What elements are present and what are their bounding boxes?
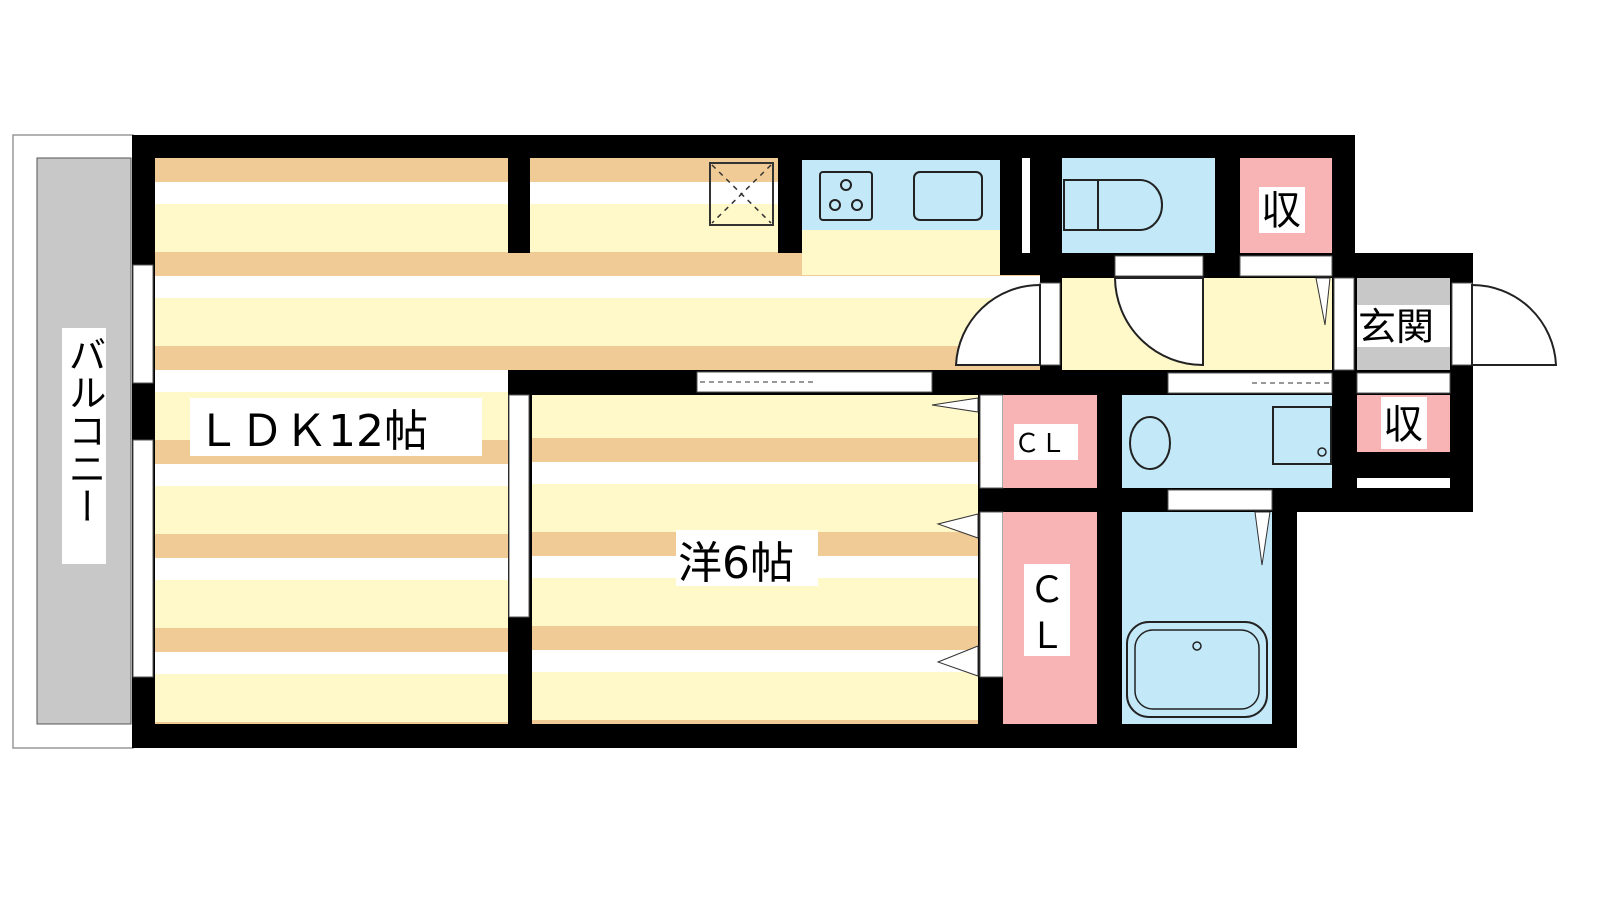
window-balcony-lower bbox=[132, 439, 154, 678]
front-door[interactable] bbox=[1451, 282, 1473, 366]
storage-side-label: 収 bbox=[1383, 402, 1423, 448]
hall-door-ldk[interactable] bbox=[1039, 282, 1061, 366]
closet-large-label-c: Ｃ bbox=[1029, 570, 1065, 611]
closet-large: Ｃ Ｌ bbox=[1003, 512, 1097, 724]
ldk-label: ＬＤＫ12帖 bbox=[196, 406, 428, 457]
closet-small-label: ＣＬ bbox=[1014, 429, 1066, 459]
bathroom-door[interactable] bbox=[1167, 489, 1273, 511]
sink-icon bbox=[913, 171, 983, 221]
bathtub-icon bbox=[1126, 621, 1268, 718]
door-swing-front bbox=[1471, 283, 1558, 366]
sliding-partition-left[interactable] bbox=[508, 394, 530, 618]
closet-large-label-l: Ｌ bbox=[1029, 616, 1065, 657]
entrance: 玄関 bbox=[1356, 278, 1451, 394]
toilet-room bbox=[1062, 158, 1215, 253]
closet-door-small[interactable] bbox=[979, 394, 1004, 489]
kitchen-counter bbox=[802, 158, 1030, 253]
column-marker-icon bbox=[711, 164, 772, 224]
window-balcony-upper bbox=[132, 264, 154, 384]
western-room-label: 洋6帖 bbox=[678, 538, 794, 589]
toilet-icon bbox=[1063, 179, 1163, 231]
closet-door-large[interactable] bbox=[979, 511, 1004, 678]
door-swing-ldk bbox=[954, 283, 1041, 366]
sliding-partition-upper[interactable] bbox=[696, 371, 933, 393]
washbasin-icon bbox=[1129, 416, 1171, 470]
washing-machine-icon bbox=[1272, 406, 1332, 465]
balcony-label: バルコニー bbox=[62, 335, 106, 525]
room-western: 洋6帖 bbox=[532, 395, 979, 724]
stove-icon bbox=[819, 171, 873, 221]
door-swing-toilet bbox=[1113, 277, 1204, 367]
storage-top: 収 bbox=[1240, 158, 1332, 253]
entrance-label: 玄関 bbox=[1358, 305, 1434, 349]
washroom bbox=[1122, 372, 1333, 488]
closet-small: ＣＬ bbox=[1003, 395, 1097, 488]
storage-side: 収 bbox=[1357, 395, 1450, 488]
balcony: バルコニー bbox=[12, 134, 134, 749]
storage-top-label: 収 bbox=[1261, 188, 1301, 234]
bathroom bbox=[1122, 489, 1273, 724]
